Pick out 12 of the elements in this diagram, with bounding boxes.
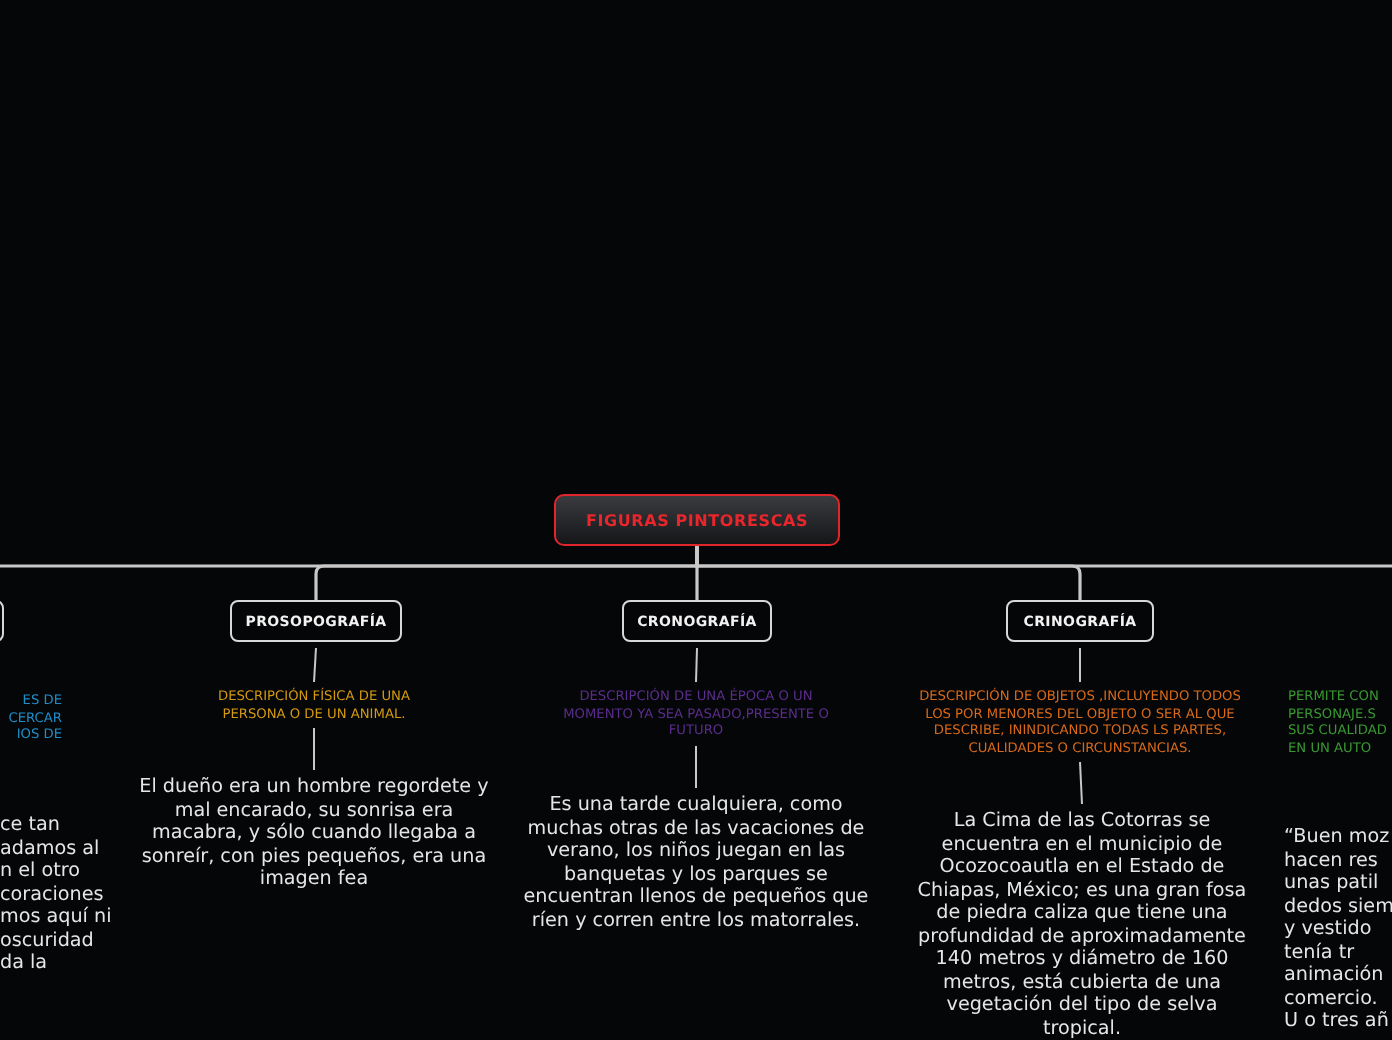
connector-line bbox=[313, 727, 315, 771]
example-text: La Cima de las Cotorras se encuentra en el municipio de Ocozocoautla en el Estado de Chiapas, México; es una gran fosa de piedra caliza que tiene una profundidad de aproximadamente 140 metros y diámetro de 160 metros, está cubierta de una vegetación del tipo de selva tropical. bbox=[906, 810, 1258, 1040]
connector-line bbox=[1079, 761, 1083, 805]
connector-line bbox=[313, 647, 317, 683]
connector-line bbox=[1079, 647, 1081, 683]
example-text: “Buen moz hacen res unas patil dedos siem y vestido tenía tr animación comercio. U o tres añ bbox=[1284, 826, 1392, 1033]
connector-line bbox=[695, 647, 698, 683]
example-text: Es una tarde cualquiera, como muchas otras de las vacaciones de verano, los niños juegan en las banquetas y los parques se encuentran llenos de pequeños que ríen y corren entre los matorrales. bbox=[516, 794, 876, 932]
title-box: FIGURAS PINTORESCAS bbox=[554, 494, 840, 546]
example-text: ce tan adamos al n el otro coraciones mos aquí ni oscuridad da la bbox=[0, 814, 112, 975]
example-text: El dueño era un hombre regordete y mal encarado, su sonrisa era macabra, y sólo cuando llegaba a sonreír, con pies pequeños, era una imagen fea bbox=[128, 776, 500, 891]
connector-line bbox=[695, 745, 697, 789]
